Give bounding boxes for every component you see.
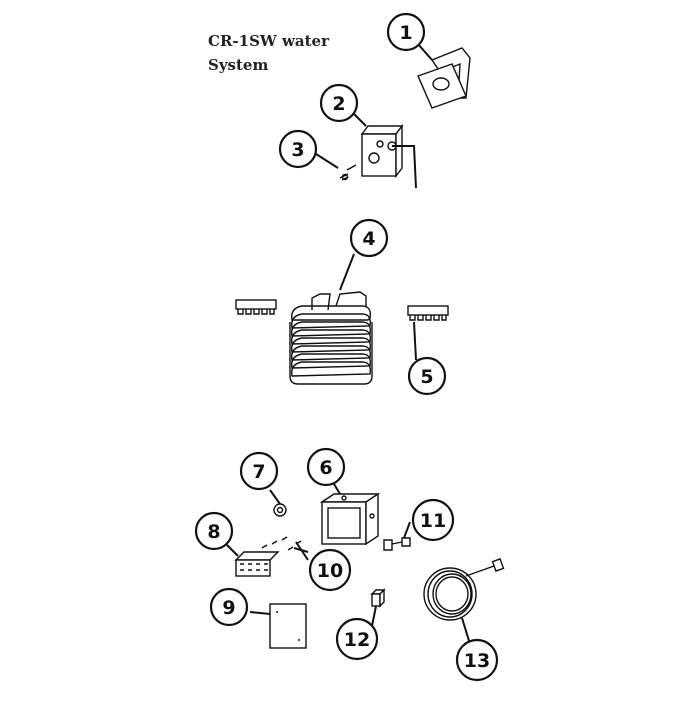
callout-11: 11 bbox=[411, 498, 455, 542]
leader-lines bbox=[225, 43, 471, 645]
part-6-box bbox=[319, 492, 381, 546]
callout-5: 5 bbox=[407, 356, 447, 396]
callout-9: 9 bbox=[209, 587, 249, 627]
callout-label: 1 bbox=[399, 22, 412, 44]
callout-label: 8 bbox=[207, 521, 220, 543]
callout-label: 3 bbox=[291, 139, 304, 161]
callout-label: 13 bbox=[464, 650, 490, 672]
callout-label: 5 bbox=[420, 366, 433, 388]
callout-label: 6 bbox=[319, 457, 332, 479]
callout-10: 10 bbox=[308, 548, 352, 592]
callout-label: 2 bbox=[332, 93, 345, 115]
callout-7: 7 bbox=[239, 451, 279, 491]
callout-label: 7 bbox=[252, 461, 265, 483]
diagram-title-line-1: CR-1SW water bbox=[208, 32, 329, 50]
callout-label: 11 bbox=[420, 510, 446, 532]
callout-1: 1 bbox=[386, 12, 426, 52]
callout-12: 12 bbox=[335, 617, 379, 661]
part-10-screws bbox=[261, 536, 302, 551]
clip-right bbox=[407, 305, 449, 321]
part-12-switch bbox=[370, 588, 386, 608]
part-8-terminal-block bbox=[234, 551, 280, 577]
callout-label: 9 bbox=[222, 597, 235, 619]
part-7-knob bbox=[273, 503, 287, 517]
part-2-control-module bbox=[360, 123, 417, 189]
callout-label: 4 bbox=[362, 228, 375, 250]
callout-8: 8 bbox=[194, 511, 234, 551]
part-1-bracket bbox=[417, 47, 471, 109]
part-9-panel bbox=[269, 603, 307, 649]
callout-label: 10 bbox=[317, 560, 343, 582]
callout-2: 2 bbox=[319, 83, 359, 123]
callout-4: 4 bbox=[349, 218, 389, 258]
diagram-title-line-2: System bbox=[208, 56, 269, 74]
part-5-clips bbox=[235, 299, 449, 321]
part-4-evaporator-coil bbox=[289, 291, 373, 385]
callout-6: 6 bbox=[306, 447, 346, 487]
part-13-hose-coil bbox=[423, 558, 505, 621]
part-11-connector bbox=[383, 537, 411, 551]
callout-13: 13 bbox=[455, 638, 499, 682]
coil-loops bbox=[291, 305, 372, 377]
callout-3: 3 bbox=[278, 129, 318, 169]
callout-label: 12 bbox=[344, 629, 370, 651]
part-3-screws bbox=[339, 164, 357, 181]
clip-left bbox=[235, 299, 277, 315]
